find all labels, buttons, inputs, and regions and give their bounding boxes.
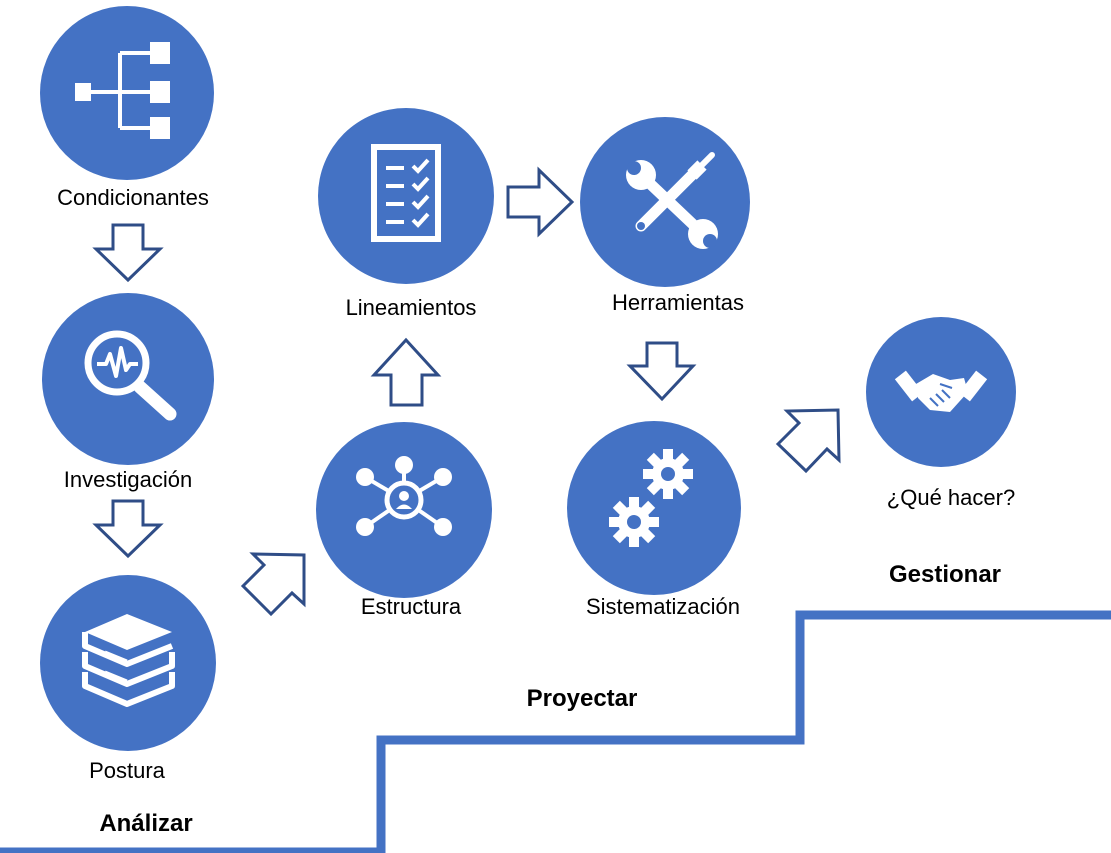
label-que-hacer: ¿Qué hacer?	[886, 485, 1016, 510]
staircase-line	[0, 610, 1111, 853]
label-investigacion: Investigación	[63, 467, 193, 492]
hierarchy-icon	[75, 42, 170, 139]
label-postura: Postura	[89, 758, 165, 783]
handshake-icon	[894, 370, 988, 412]
stage-proyectar: Proyectar	[526, 685, 638, 712]
checklist-icon	[371, 144, 441, 242]
network-icon	[356, 456, 452, 536]
node-lineamientos	[318, 108, 494, 284]
books-icon	[82, 614, 175, 707]
tools-icon	[626, 152, 718, 249]
arrow-sistematizacion-que-hacer	[775, 408, 841, 474]
label-herramientas: Herramientas	[611, 290, 745, 315]
stage-gestionar: Gestionar	[888, 561, 1002, 588]
magnify-pulse-icon	[84, 330, 177, 421]
label-sistematizacion: Sistematización	[585, 594, 741, 619]
arrow-herramientas-sistematizacion	[626, 341, 697, 402]
gears-icon	[609, 449, 693, 547]
arrow-condicionantes-investigacion	[92, 223, 164, 283]
arrow-estructura-lineamientos	[370, 337, 442, 407]
stage-analizar: Análizar	[99, 810, 193, 837]
arrow-lineamientos-herramientas	[506, 166, 575, 238]
label-lineamientos: Lineamientos	[345, 295, 477, 320]
label-condicionantes: Condicionantes	[57, 185, 209, 210]
label-estructura: Estructura	[360, 594, 462, 619]
arrow-postura-estructura	[240, 552, 306, 617]
node-investigacion	[42, 293, 214, 465]
arrow-investigacion-postura	[92, 499, 164, 559]
